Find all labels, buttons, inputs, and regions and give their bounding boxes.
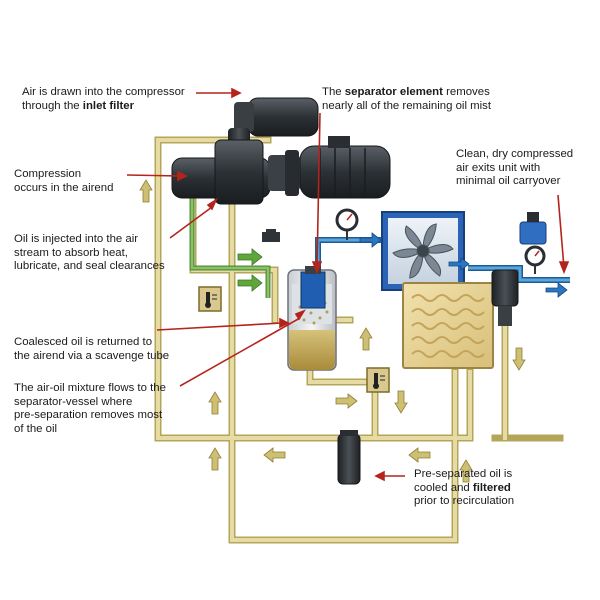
pressure-gauge-icon xyxy=(524,245,546,274)
label-line: the airend via a scavenge tube xyxy=(14,349,170,362)
label-oil-injected: Oil is injected into the air stream to a… xyxy=(14,233,165,274)
label-air-oil-mixture: The air-oil mixture flows to the separat… xyxy=(14,382,166,436)
pressure-gauge-icon xyxy=(335,208,359,240)
label-line: Oil is injected into the air xyxy=(14,233,139,245)
flow-arrow-icon xyxy=(237,248,263,292)
label-line: prior to recirculation xyxy=(414,495,515,507)
label-text: through the xyxy=(22,99,83,112)
label-compression: Compression occurs in the airend xyxy=(14,168,113,195)
oil-cooler xyxy=(402,282,494,369)
label-text: removes xyxy=(442,86,490,98)
label-line: minimal oil carryover xyxy=(456,175,561,187)
label-line: separator-vessel where xyxy=(14,395,133,408)
label-line: air exits unit with xyxy=(456,161,541,174)
label-separator-element: The separator element removes nearly all… xyxy=(322,86,491,113)
label-clean-air: Clean, dry compressed air exits unit wit… xyxy=(456,148,573,189)
label-coalesced-oil: Coalesced oil is returned to the airend … xyxy=(14,336,169,363)
separator-vessel xyxy=(287,266,337,371)
check-valve-icon xyxy=(262,229,280,242)
flow-arrow-icon xyxy=(359,232,568,298)
label-inlet-filter: Air is drawn into the compressor through… xyxy=(22,86,185,113)
airend-motor-assembly xyxy=(171,97,391,205)
label-line: pre-separation removes most xyxy=(14,409,163,421)
label-line: cooled and filtered xyxy=(414,482,514,496)
oil-injection-line xyxy=(189,196,271,298)
moisture-separator xyxy=(491,212,547,326)
label-line: occurs in the airend xyxy=(14,181,114,194)
label-text: The xyxy=(322,86,345,98)
label-line: stream to absorb heat, xyxy=(14,246,128,259)
cooling-fan-box xyxy=(381,211,465,291)
thermostat-icon xyxy=(366,367,390,393)
label-line: Compression xyxy=(14,168,82,180)
label-bold-text: inlet filter xyxy=(82,99,135,112)
label-text: cooled and xyxy=(414,481,473,494)
label-preseparated-oil: Pre-separated oil is cooled and filtered… xyxy=(414,468,514,509)
label-line: through the inlet filter xyxy=(22,100,185,114)
callout-arrows xyxy=(126,87,570,482)
label-line: Air is drawn into the compressor xyxy=(22,86,185,98)
fan-icon xyxy=(392,223,454,279)
label-line: The separator element removes xyxy=(322,86,491,100)
label-line: Coalesced oil is returned to xyxy=(14,336,153,348)
oil-filter-icon xyxy=(337,430,361,485)
label-line: Pre-separated oil is xyxy=(414,468,513,480)
label-line: The air-oil mixture flows to the xyxy=(14,382,166,394)
label-bold-text: filtered xyxy=(472,481,511,494)
label-line: nearly all of the remaining oil mist xyxy=(322,99,492,112)
label-line: of the oil xyxy=(14,422,58,435)
label-bold-text: separator element xyxy=(344,86,443,98)
label-line: lubricate, and seal clearances xyxy=(14,260,165,272)
thermostat-icon xyxy=(198,286,222,312)
flow-arrow-icon xyxy=(139,179,526,483)
label-line: Clean, dry compressed xyxy=(456,148,574,160)
